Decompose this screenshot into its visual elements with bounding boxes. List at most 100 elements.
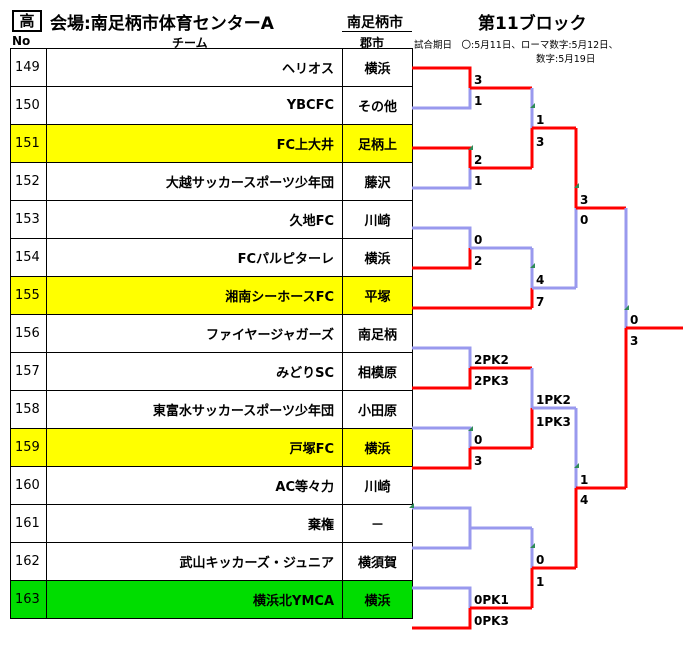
bracket-line-151 [412, 146, 472, 168]
team-name: 久地FC [46, 200, 343, 239]
team-number: 155 [10, 276, 47, 315]
score-final-bot: 3 [630, 334, 639, 348]
score-r3-a-top: 3 [580, 193, 589, 207]
score-r2-c-top: 1PK2 [536, 393, 571, 407]
score-r2-b-bot: 7 [536, 295, 545, 309]
team-number: 162 [10, 542, 47, 581]
score-r1-152: 1 [474, 174, 483, 188]
score-final-top: 0 [630, 313, 639, 327]
team-name: ファイヤージャガーズ [46, 314, 343, 353]
team-city: 横浜 [342, 48, 413, 87]
team-name: 横浜北YMCA [46, 580, 343, 619]
score-r1-150: 1 [474, 94, 483, 108]
match-marker-icon [530, 263, 535, 268]
team-name: みどりSC [46, 352, 343, 391]
score-r1-154: 2 [474, 254, 483, 268]
score-r1-162: 0PK1 [474, 593, 509, 607]
score-r1-163: 0PK3 [474, 614, 509, 628]
bracket-line-153 [412, 226, 472, 248]
category-tag: 高 [12, 10, 42, 32]
team-number: 160 [10, 466, 47, 505]
team-city: 横浜 [342, 580, 413, 619]
score-r3-a-bot: 0 [580, 213, 589, 227]
bracket-line-160 [412, 506, 472, 528]
bracket-line-150 [412, 88, 472, 110]
score-r1-153: 0 [474, 233, 483, 247]
host-city: 南足柄市 [347, 15, 403, 31]
team-number: 154 [10, 238, 47, 277]
column-header-no: No [12, 34, 31, 48]
bracket-line-162 [412, 586, 472, 608]
score-r1-158: 0 [474, 433, 483, 447]
team-city: 横浜 [342, 238, 413, 277]
score-r2-d-top: 0 [536, 553, 545, 567]
team-name: 湘南シーホースFC [46, 276, 343, 315]
score-r2-b-top: 4 [536, 273, 545, 287]
score-r2-a-top: 1 [536, 113, 545, 127]
team-number: 159 [10, 428, 47, 467]
match-marker-icon [574, 183, 579, 188]
team-name: ヘリオス [46, 48, 343, 87]
date-note-line1: 試合期日 〇:5月11日、ローマ数字:5月12日、 [414, 40, 619, 51]
team-number: 157 [10, 352, 47, 391]
team-name: 棄権 [46, 504, 343, 543]
team-city: 小田原 [342, 390, 413, 429]
team-name: FC上大井 [46, 124, 343, 163]
match-marker-icon [409, 503, 414, 508]
team-city: 川崎 [342, 466, 413, 505]
score-r1-157: 2PK3 [474, 374, 509, 388]
venue-title: 会場:南足柄市体育センターA [50, 14, 274, 34]
match-marker-icon [468, 426, 473, 431]
team-name: 武山キッカーズ・ジュニア [46, 542, 343, 581]
score-r1-156: 2PK2 [474, 353, 509, 367]
score-r1-151: 2 [474, 153, 483, 167]
column-header-team: チーム [172, 36, 208, 50]
score-r1-149: 3 [474, 73, 483, 87]
column-header-city: 郡市 [360, 36, 385, 50]
team-city: 藤沢 [342, 162, 413, 201]
match-marker-icon [468, 145, 473, 150]
bracket-line-156 [412, 346, 472, 368]
bracket-line-154 [412, 248, 472, 270]
team-city: 平塚 [342, 276, 413, 315]
match-marker-icon [530, 103, 535, 108]
score-r3-b-bot: 4 [580, 493, 589, 507]
bracket-line-159 [412, 448, 472, 470]
team-number: 163 [10, 580, 47, 619]
team-city: 相模原 [342, 352, 413, 391]
team-city: 横須賀 [342, 542, 413, 581]
bracket-line-163 [412, 608, 472, 630]
team-city: 足柄上 [342, 124, 413, 163]
team-number: 152 [10, 162, 47, 201]
team-city: 川崎 [342, 200, 413, 239]
match-marker-icon [530, 543, 535, 548]
bracket-line-161 [412, 528, 472, 550]
date-note-line2: 数字:5月19日 [536, 54, 596, 65]
team-number: 158 [10, 390, 47, 429]
team-number: 156 [10, 314, 47, 353]
bracket-line-149 [412, 66, 472, 88]
match-marker-icon [624, 305, 629, 310]
bracket-line-158 [412, 426, 472, 448]
team-name: 東富水サッカースポーツ少年団 [46, 390, 343, 429]
score-r2-c-bot: 1PK3 [536, 415, 571, 429]
match-marker-icon [574, 463, 579, 468]
block-title: 第11ブロック [478, 14, 587, 34]
team-city: 横浜 [342, 428, 413, 467]
bracket-line-157 [412, 368, 472, 390]
team-number: 161 [10, 504, 47, 543]
